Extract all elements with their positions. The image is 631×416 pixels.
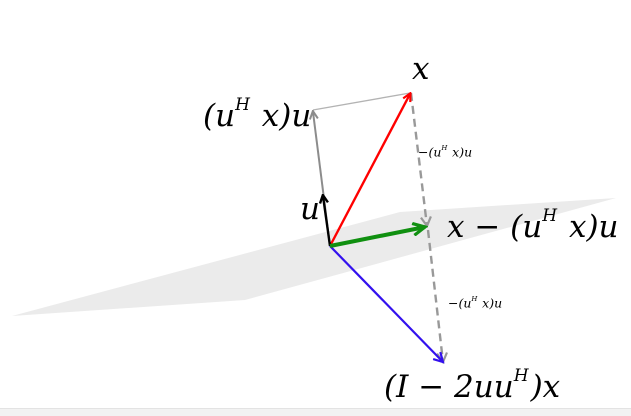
neg-projection-dashed-lower <box>426 229 443 362</box>
label-reflection: (I − 2uuH)x <box>384 366 561 406</box>
label-difference: x − (uH x)u <box>447 206 619 246</box>
difference-vector <box>329 227 425 248</box>
label-x: x <box>412 51 430 87</box>
hyperplane <box>12 198 616 316</box>
reflection-vector <box>329 245 443 362</box>
label-u: u <box>300 191 320 227</box>
bottom-border <box>0 408 631 416</box>
label-neg-projection-upper: −(uH x)u <box>418 144 473 160</box>
u-vector <box>323 196 332 247</box>
label-projection: (uH x)u <box>203 95 312 135</box>
parallelogram-edge <box>312 92 411 111</box>
label-neg-projection-lower: −(uH x)u <box>448 295 503 311</box>
neg-projection-dashed-upper <box>409 92 427 226</box>
x-vector <box>328 94 410 247</box>
